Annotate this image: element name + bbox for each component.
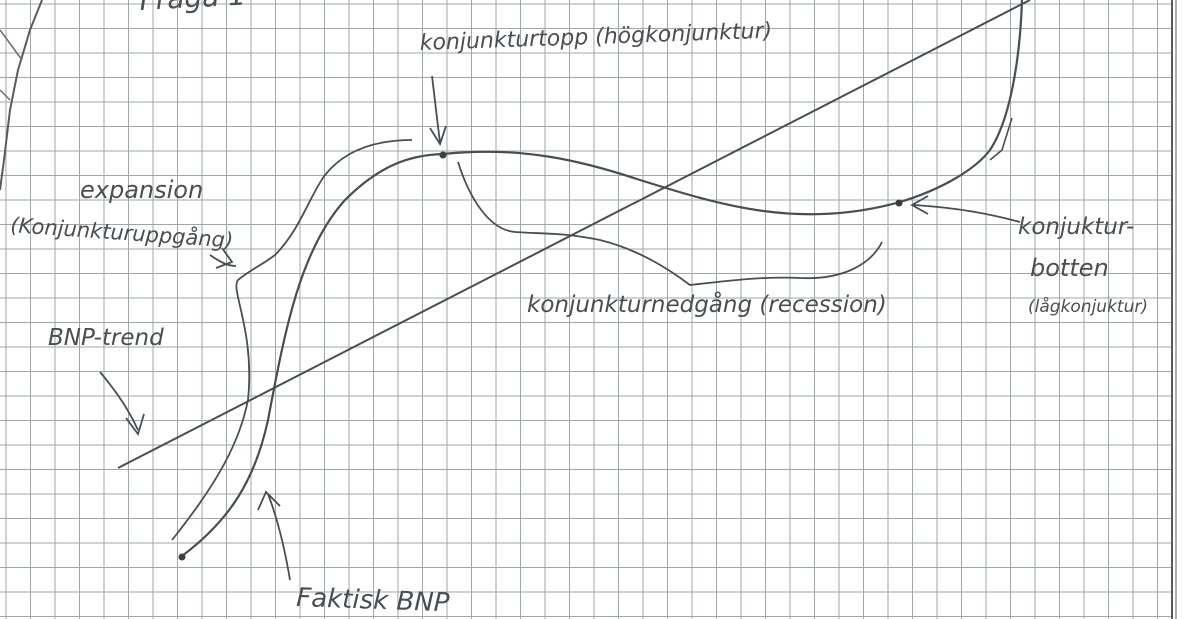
botten-point xyxy=(895,199,903,207)
bnp-trend-line xyxy=(117,0,1031,469)
label-konjunkturbotten-2: botten xyxy=(1030,254,1109,282)
arrow-expansion xyxy=(209,247,237,269)
label-bnp-trend: BNP-trend xyxy=(48,325,164,351)
label-konjunkturtopp: konjunkturtopp (högkonjunktur) xyxy=(419,19,772,56)
expansion-brace xyxy=(171,139,413,541)
arrow-bnp-trend xyxy=(99,371,145,436)
label-konjunkturbotten-1: konjuktur- xyxy=(1018,214,1134,240)
label-konjunkturbotten-3: (lågkonjuktur) xyxy=(1028,296,1148,317)
label-konjunkturuppgang: (Konjunkturuppgång) xyxy=(10,212,234,253)
topp-point xyxy=(439,151,447,159)
start-point xyxy=(178,553,186,561)
arrow-topp xyxy=(429,75,447,147)
right-margin xyxy=(1171,0,1177,619)
arrow-botten xyxy=(910,195,1021,223)
label-konjunkturnedgang: konjunkturnedgång (recession) xyxy=(527,290,887,318)
recession-brace xyxy=(457,161,883,286)
header-partial-text: Fråga 1 xyxy=(139,0,247,17)
label-faktisk-bnp: Faktisk BNP xyxy=(296,583,450,618)
faktisk-bnp-curve xyxy=(181,0,1024,557)
curve-top-hook xyxy=(989,117,1013,161)
page-edge xyxy=(0,0,43,191)
label-expansion: expansion xyxy=(80,176,203,204)
arrow-faktisk xyxy=(257,490,291,581)
